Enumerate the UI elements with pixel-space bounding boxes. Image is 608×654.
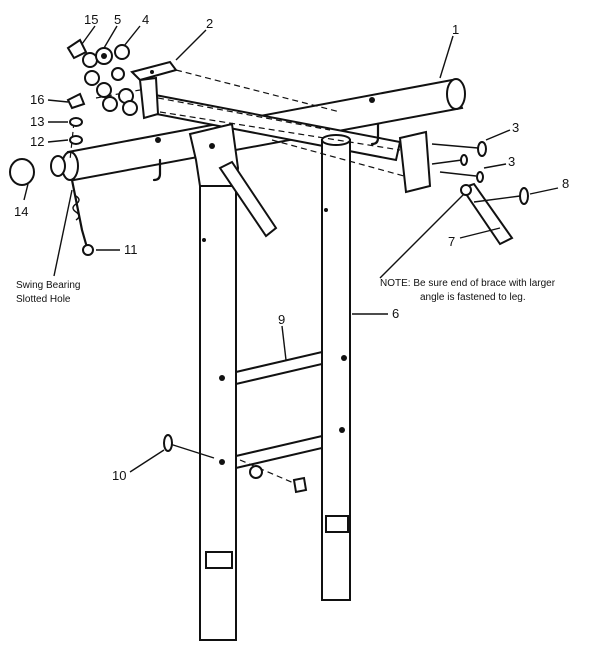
hook-left — [152, 158, 162, 182]
callout-9: 9 — [278, 312, 285, 327]
leader-lines — [23, 25, 559, 473]
bolt-8 — [473, 187, 529, 205]
callout-4: 4 — [142, 12, 149, 27]
right-end-bracket — [398, 130, 514, 246]
front-left-leg — [199, 179, 237, 641]
hook-right — [370, 122, 380, 146]
callout-15: 15 — [84, 12, 98, 27]
callout-numbers: 1 2 3 3 4 5 6 7 8 9 10 11 12 13 14 15 16 — [14, 12, 569, 483]
callout-7: 7 — [448, 234, 455, 249]
bolts-3 — [431, 141, 487, 183]
callout-13: 13 — [30, 114, 44, 129]
callout-3a: 3 — [512, 120, 519, 135]
hardware-group-top — [66, 38, 138, 116]
rear-right-leg — [321, 134, 351, 601]
note-line2: angle is fastened to leg. — [420, 292, 526, 303]
callout-11: 11 — [124, 242, 138, 257]
callout-16: 16 — [30, 92, 44, 107]
left-brace — [218, 160, 278, 238]
callout-8: 8 — [562, 176, 569, 191]
swing-bearing-hardware — [66, 92, 86, 145]
callout-2: 2 — [206, 16, 213, 31]
callout-3b: 3 — [508, 154, 515, 169]
callout-5: 5 — [114, 12, 121, 27]
bolt-10 — [163, 434, 308, 494]
callout-1: 1 — [452, 22, 459, 37]
callout-14: 14 — [14, 204, 28, 219]
callout-6: 6 — [392, 306, 399, 321]
ladder-rungs — [235, 350, 323, 470]
callout-10: 10 — [112, 468, 126, 483]
swing-hanger — [70, 178, 94, 256]
swing-bearing-label-line2: Slotted Hole — [16, 294, 71, 305]
assembly-guide-lines — [69, 69, 405, 485]
end-cap — [9, 158, 35, 186]
callout-12: 12 — [30, 134, 44, 149]
swing-bearing-label-line1: Swing Bearing — [16, 280, 80, 291]
note-line1: NOTE: Be sure end of brace with larger — [380, 278, 556, 289]
